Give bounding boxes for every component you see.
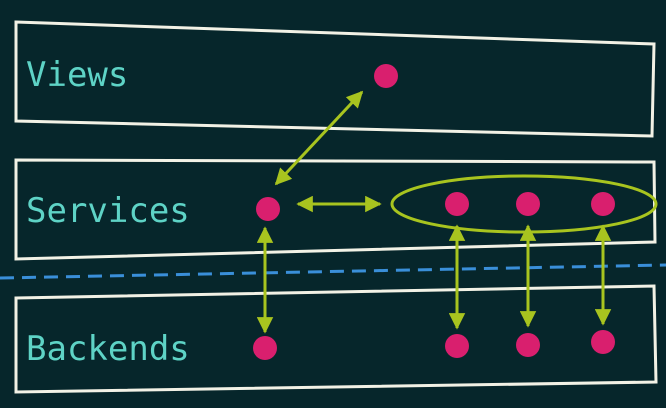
views-layer-box — [14, 20, 656, 138]
service-node-2 — [445, 192, 469, 216]
view-node — [374, 64, 398, 88]
services-layer-label: Services — [26, 191, 190, 231]
views-services-arrow — [274, 90, 364, 186]
backend-node-1 — [253, 336, 277, 360]
backend-node-4 — [591, 330, 615, 354]
service-node-3 — [516, 192, 540, 216]
backends-layer-box — [14, 284, 658, 394]
service-node-1 — [256, 197, 280, 221]
backend-node-2 — [445, 334, 469, 358]
views-layer-label: Views — [26, 55, 128, 95]
backends-layer-label: Backends — [26, 329, 190, 369]
backend-node-3 — [516, 333, 540, 357]
network-boundary-divider — [0, 263, 666, 280]
service-node-4 — [591, 192, 615, 216]
services-layer-box — [14, 158, 657, 261]
